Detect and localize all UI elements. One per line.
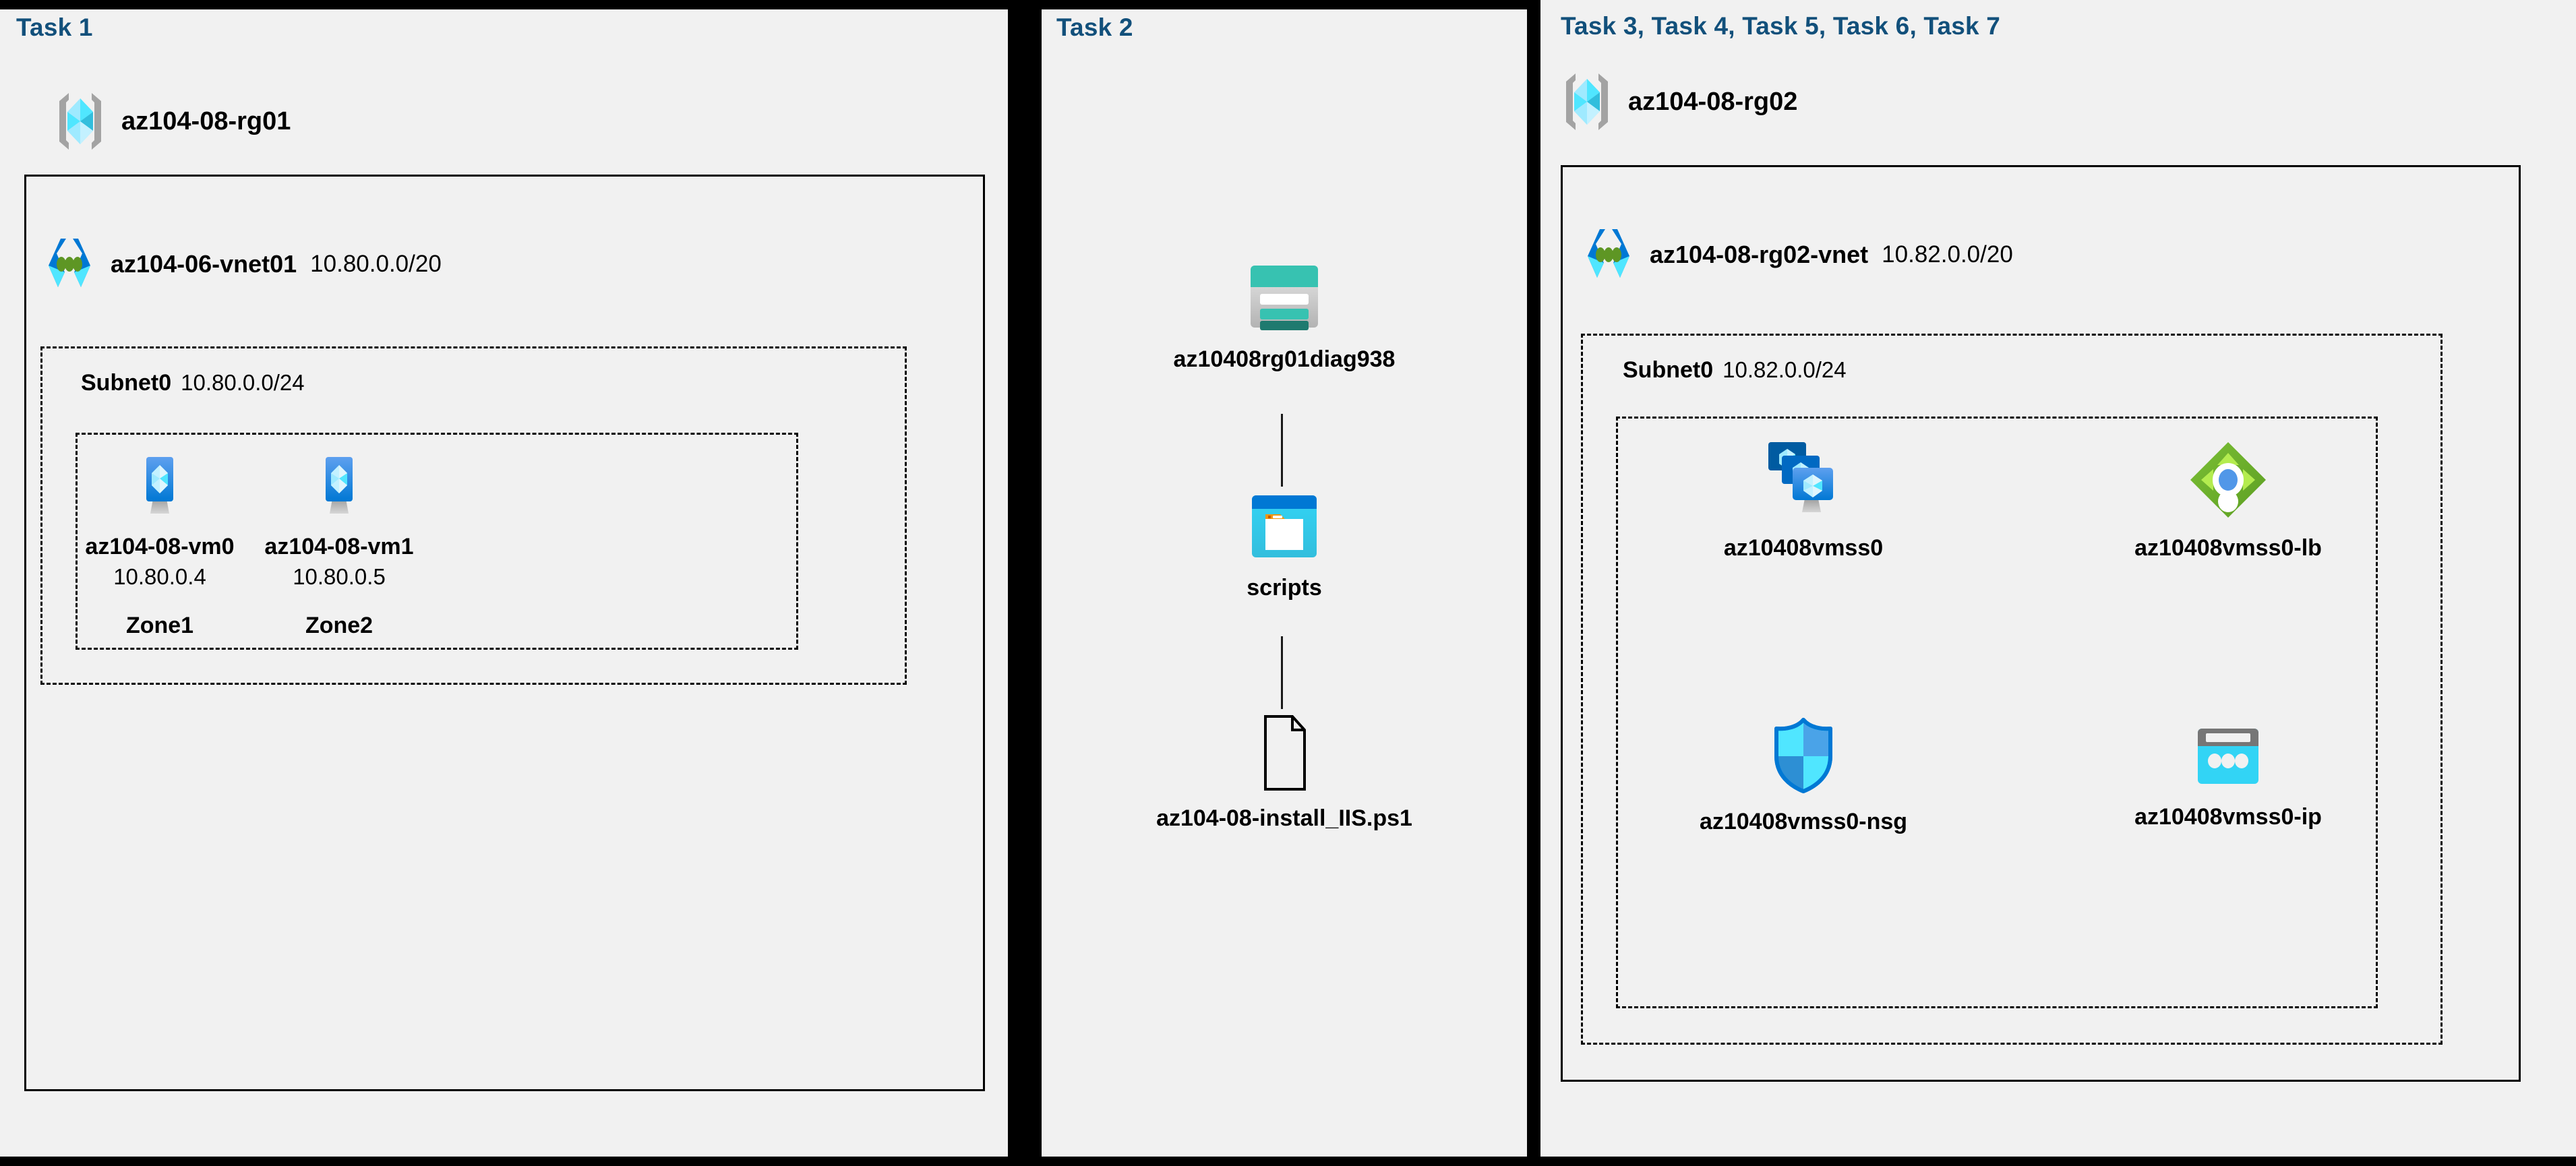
public-ip-address-icon [2191,725,2265,792]
virtual-network-icon [1581,224,1636,286]
blob-container-icon [1247,491,1321,563]
network-security-group-icon [1766,714,1841,797]
availability-zone-group-box [76,433,798,650]
subnet-resources-group-box [1616,417,2378,1008]
virtual-network-icon [42,233,97,295]
vm-scale-set-node[interactable]: az10408vmss0 [1675,438,1931,561]
vm-scale-set-name: az10408vmss0 [1723,535,1884,561]
task-label-3-7: Task 3, Task 4, Task 5, Task 6, Task 7 [1561,12,2001,40]
vm-node-0[interactable]: az104-08-vm0 10.80.0.4 Zone1 [76,454,244,639]
vm-node-1[interactable]: az104-08-vm1 10.80.0.5 Zone2 [255,454,423,639]
resource-group-icon [54,90,107,152]
storage-account-icon [1245,259,1323,334]
subnet-name: Subnet0 [81,370,172,396]
subnet-cidr: 10.82.0.0/24 [1723,357,1847,382]
vm-zone: Zone1 [125,613,194,638]
virtual-machine-icon [308,454,370,522]
script-file-name: az104-08-install_IIS.ps1 [1156,805,1412,831]
panel-task-3-7: Task 3, Task 4, Task 5, Task 6, Task 7 a… [1540,0,2576,1157]
public-ip-address-name: az10408vmss0-ip [2134,804,2322,830]
subnet-header: Subnet0 10.82.0.0/24 [1623,357,1847,383]
subnet-boundary-box [40,346,907,685]
subnet-header: Subnet0 10.80.0.0/24 [81,370,305,396]
connector-storage-to-container [1281,414,1283,487]
blob-container-node[interactable]: scripts [1069,491,1500,601]
vnet-cidr: 10.80.0.0/20 [310,251,442,277]
load-balancer-icon [2186,438,2270,523]
panel-task-1: Task 1 az104-08-rg01 [0,9,1008,1157]
virtual-machine-icon [129,454,191,522]
panel-task-2: Task 2 az10408rg01diag938 [1042,9,1527,1157]
task-label-1: Task 1 [16,13,93,41]
storage-account-node[interactable]: az10408rg01diag938 [1069,259,1500,373]
vm-scale-set-icon [1760,438,1847,523]
task-label-2: Task 2 [1056,13,1133,41]
resource-group-icon [1561,71,1613,133]
subnet-boundary-box [1581,334,2443,1045]
vnet-name: az104-08-rg02-vnet [1650,241,1869,268]
load-balancer-name: az10408vmss0-lb [2134,535,2322,561]
connector-container-to-script [1281,636,1283,709]
vm-name: az104-08-vm1 [264,534,414,559]
vnet-cidr: 10.82.0.0/20 [1882,241,2013,268]
subnet-cidr: 10.80.0.0/24 [181,370,305,395]
script-file-icon [1253,714,1315,793]
blob-container-name: scripts [1247,575,1322,601]
vnet-header: az104-06-vnet01 10.80.0.0/20 [42,233,442,295]
resource-group-name: az104-08-rg01 [121,106,291,135]
public-ip-address-node[interactable]: az10408vmss0-ip [2100,725,2356,830]
network-security-group-node[interactable]: az10408vmss0-nsg [1675,714,1931,835]
vnet-boundary-box [24,175,985,1091]
storage-account-name: az10408rg01diag938 [1173,346,1396,372]
resource-group-header-rg01: az104-08-rg01 [54,90,291,152]
network-security-group-name: az10408vmss0-nsg [1699,809,1908,834]
vm-zone: Zone2 [305,613,373,638]
vnet-boundary-box [1561,165,2521,1082]
vm-ip-address: 10.80.0.5 [293,564,386,589]
load-balancer-node[interactable]: az10408vmss0-lb [2100,438,2356,561]
subnet-name: Subnet0 [1623,357,1714,383]
vnet-header: az104-08-rg02-vnet 10.82.0.0/20 [1581,224,2013,286]
vm-ip-address: 10.80.0.4 [113,564,206,589]
resource-group-header-rg02: az104-08-rg02 [1561,71,1797,133]
resource-group-name: az104-08-rg02 [1628,87,1798,116]
vnet-name: az104-06-vnet01 [111,250,297,278]
vm-name: az104-08-vm0 [85,534,235,559]
script-file-node[interactable]: az104-08-install_IIS.ps1 [1055,714,1514,832]
